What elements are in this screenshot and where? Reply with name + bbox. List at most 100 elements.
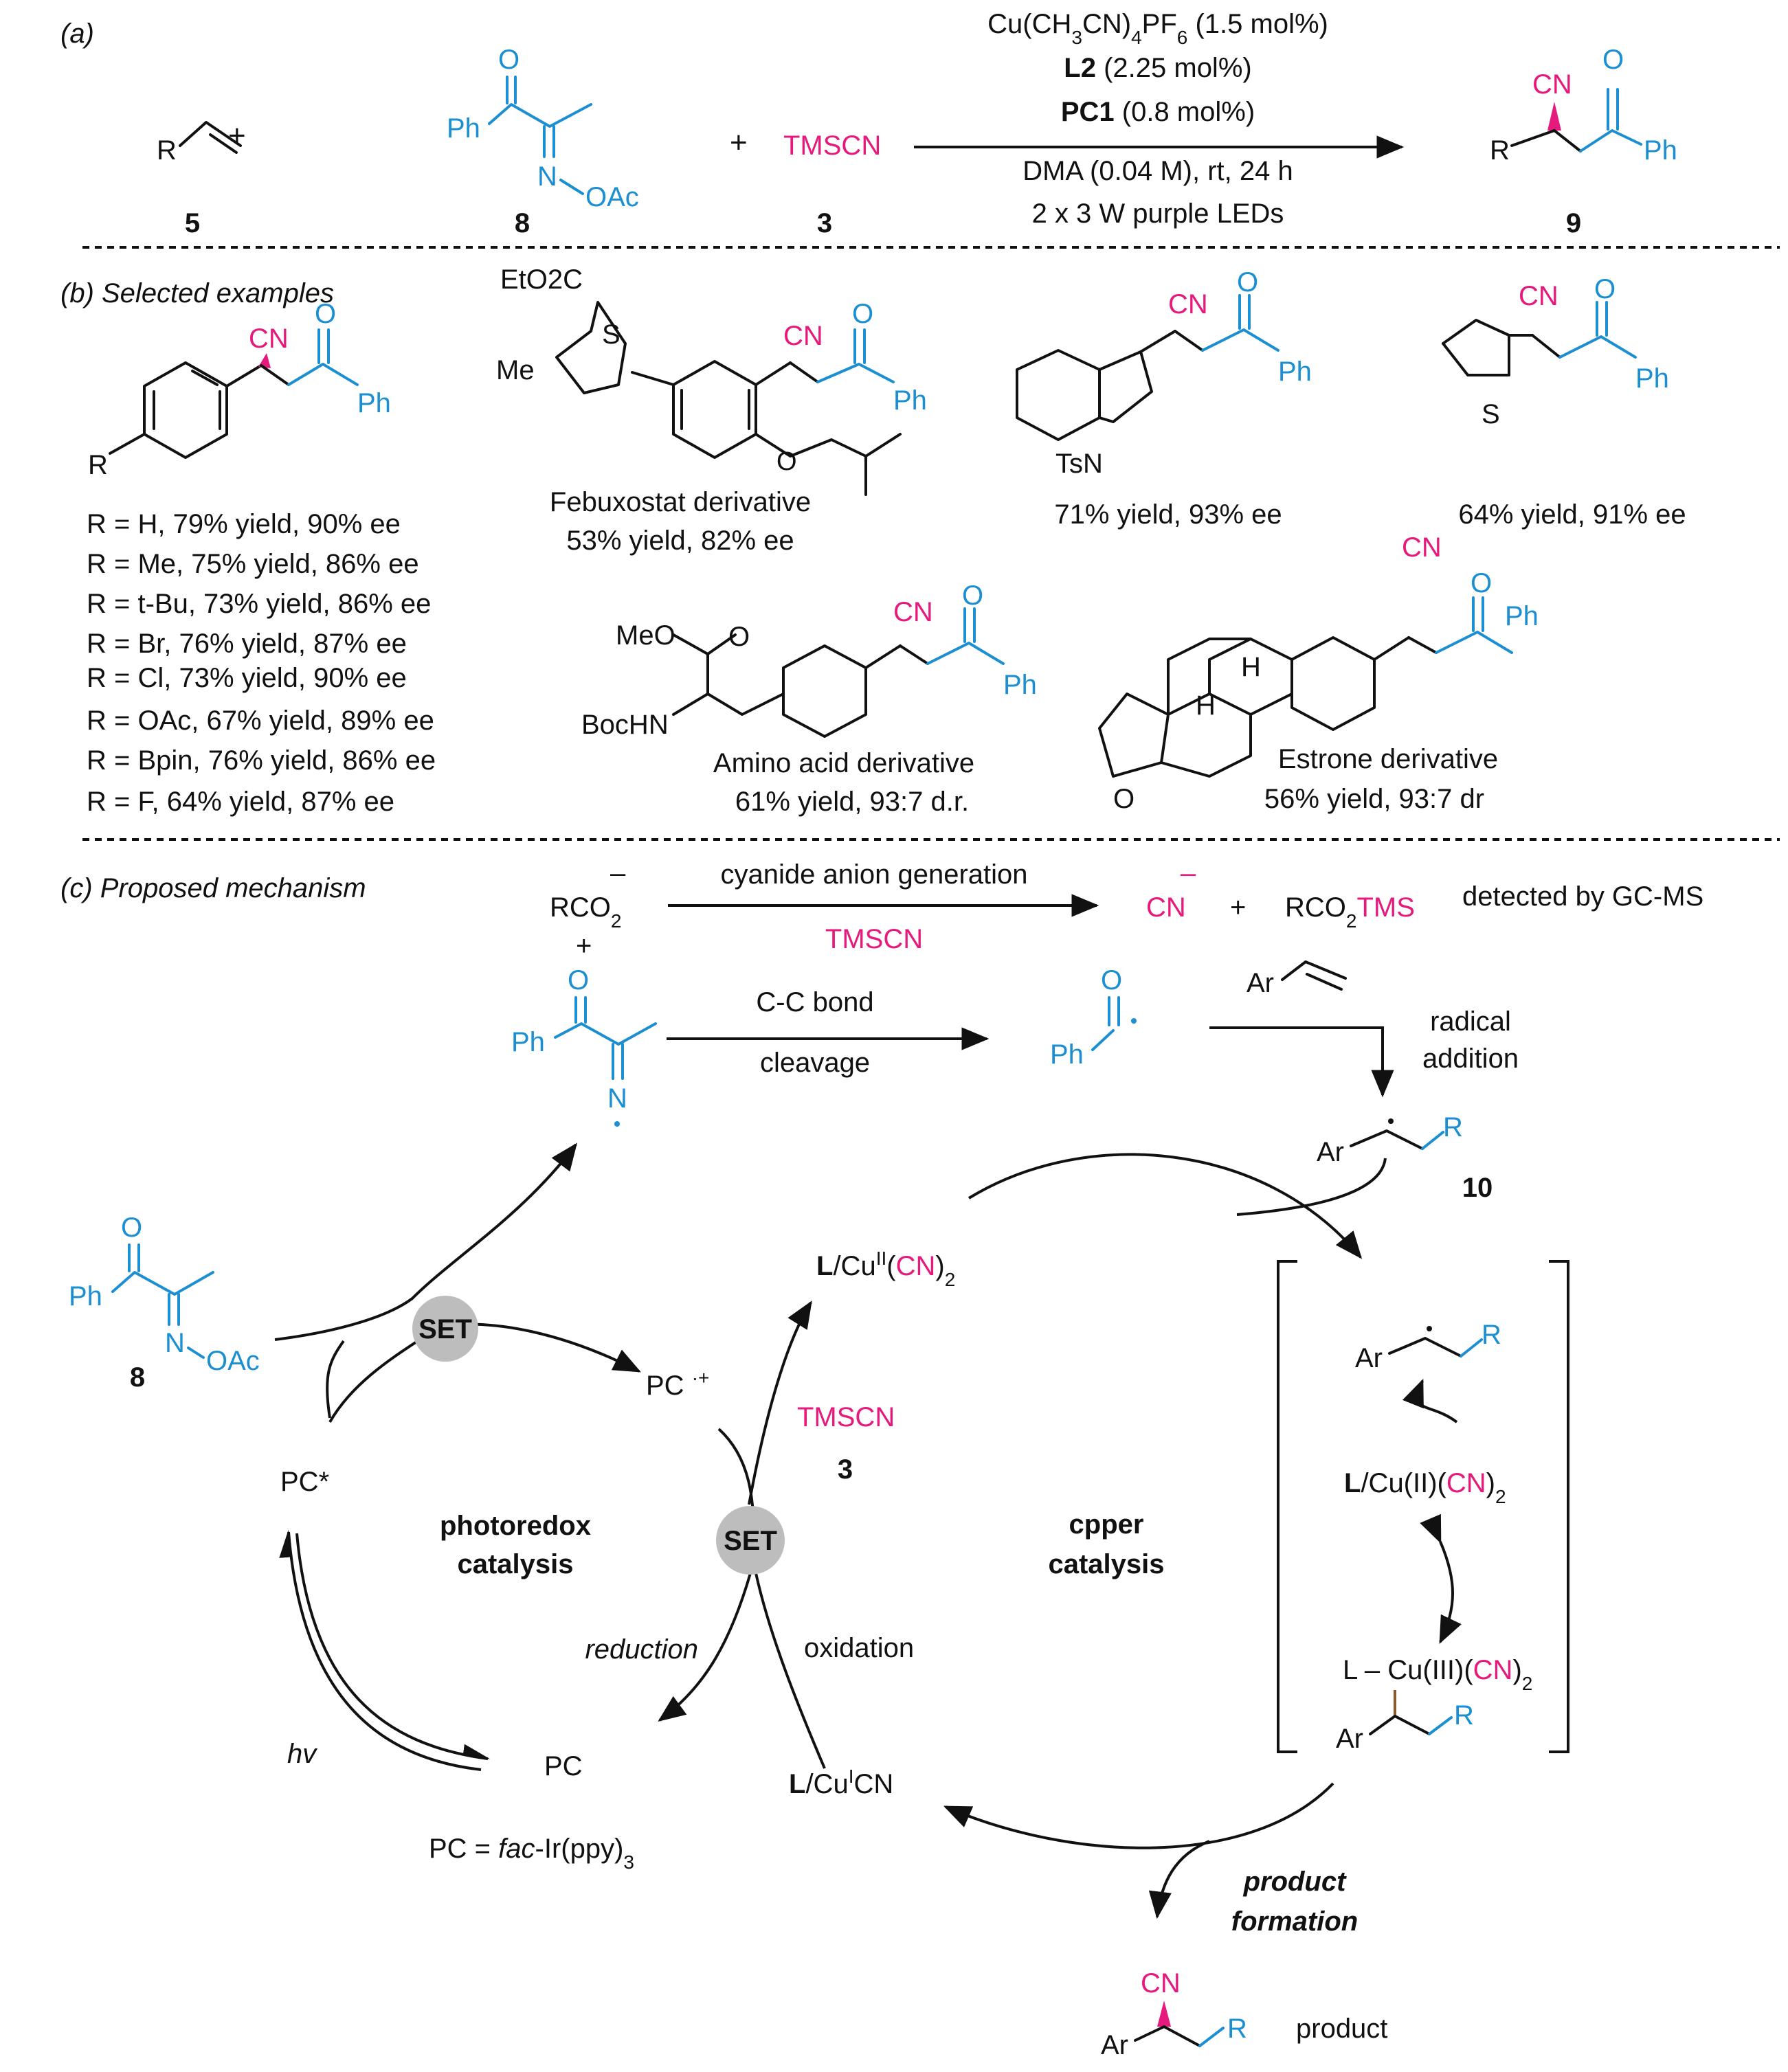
arrow-radical-combine — [1402, 1378, 1458, 1423]
benzylic-radical-10: Ar R — [1317, 1112, 1463, 1167]
label-hv: hv — [287, 1739, 317, 1769]
svg-text:R = H, 79% yield, 90% ee: R = H, 79% yield, 90% ee — [87, 509, 401, 539]
svg-text:R: R — [88, 450, 108, 480]
label-addition: addition — [1422, 1044, 1519, 1074]
radical-in-bracket: Ar R — [1355, 1320, 1501, 1373]
febuxostat-name: Febuxostat derivative — [550, 487, 811, 517]
svg-text:O: O — [1101, 965, 1122, 995]
svg-text:O: O — [121, 1213, 142, 1243]
svg-text:MeO: MeO — [616, 620, 675, 651]
svg-text:Ph: Ph — [357, 388, 391, 418]
condition-catalyst: Cu(CH3CN)4PF6 (1.5 mol%) — [987, 9, 1328, 48]
svg-text:Ph: Ph — [447, 113, 480, 144]
arrow-radical-capture — [968, 1153, 1363, 1259]
cu2-bracket: L/Cu(II)(CN)2 — [1344, 1468, 1506, 1507]
styrene-alkene-5: R — [157, 121, 242, 166]
svg-text:R = Me, 75% yield, 86% ee: R = Me, 75% yield, 86% ee — [87, 549, 419, 579]
svg-text:R = OAc, 67% yield, 89% ee: R = OAc, 67% yield, 89% ee — [87, 706, 434, 736]
arrow-product-release — [1148, 1840, 1210, 1919]
label-cc-bond: C-C bond — [756, 987, 873, 1017]
label-copper-catalysis: catalysis — [1048, 1549, 1164, 1579]
compound-number-5: 5 — [185, 208, 200, 238]
compound-number-9: 9 — [1566, 208, 1581, 238]
condition-photocatalyst: PC1 (0.8 mol%) — [1061, 97, 1255, 127]
febuxostat-structure: EtO2C S Me CN O Ph O — [496, 264, 927, 496]
plus-1: + — [228, 119, 246, 153]
svg-text:CN: CN — [1402, 532, 1442, 563]
svg-text:R = Bpin, 76% yield, 86% ee: R = Bpin, 76% yield, 86% ee — [87, 745, 436, 776]
arrow-hv-up — [279, 1529, 482, 1771]
silyl-ester: RCO2TMS — [1285, 892, 1415, 932]
svg-text:Ph: Ph — [1050, 1039, 1084, 1070]
svg-text:O: O — [852, 299, 873, 329]
tmscn-cycle: TMSCN — [797, 1402, 895, 1432]
svg-text:R: R — [1227, 2014, 1247, 2044]
svg-text:Ar: Ar — [1317, 1137, 1344, 1167]
bracket-left — [1277, 1260, 1297, 1753]
svg-text:O: O — [1602, 45, 1624, 75]
svg-text:OAc: OAc — [206, 1346, 260, 1376]
set-node-1 — [412, 1296, 478, 1362]
svg-text:Ph: Ph — [69, 1281, 102, 1311]
estrone-structure: O H H CN O Ph — [1098, 532, 1539, 814]
svg-text:H: H — [1196, 690, 1216, 721]
svg-text:CN: CN — [249, 324, 289, 354]
febuxostat-yield: 53% yield, 82% ee — [566, 526, 794, 556]
bracket-right — [1549, 1260, 1569, 1753]
plus-c2: + — [1230, 892, 1246, 923]
product-9: CN R O Ph — [1490, 45, 1677, 166]
cu2-complex: L/CuII(CN)2 — [816, 1248, 955, 1290]
svg-text:N: N — [537, 161, 557, 192]
svg-text:R: R — [157, 135, 177, 166]
benzoyl-radical: O Ph — [1050, 965, 1137, 1070]
svg-text:CN: CN — [893, 597, 933, 627]
svg-text:R = Cl, 73% yield, 90% ee: R = Cl, 73% yield, 90% ee — [87, 663, 407, 693]
svg-text:Ar: Ar — [1247, 968, 1274, 998]
amino-acid-structure: MeO O BocHN CN O Ph — [581, 581, 1037, 740]
label-detected-gcms: detected by GC-MS — [1462, 881, 1703, 912]
tmscn-reagent: TMSCN — [783, 131, 881, 161]
svg-text:EtO2C: EtO2C — [500, 264, 583, 295]
svg-text:Ar: Ar — [1355, 1343, 1383, 1373]
condition-ligand: L2 (2.25 mol%) — [1064, 53, 1251, 83]
svg-text:O: O — [962, 581, 983, 611]
thiophene-structure: S CN O Ph — [1442, 274, 1669, 429]
alkyl-cu3-fragment: Ar R — [1336, 1690, 1474, 1754]
label-product-formation: formation — [1231, 1906, 1358, 1937]
condition-solvent: DMA (0.04 M), rt, 24 h — [1022, 156, 1293, 186]
panel-a-label: (a) — [60, 19, 94, 49]
amino-acid-yield: 61% yield, 93:7 d.r. — [735, 787, 969, 817]
panel-b-label: (b) Selected examples — [60, 278, 334, 308]
svg-text:O: O — [315, 299, 336, 329]
svg-text:CN: CN — [783, 321, 823, 351]
aryl-example-structure: CN O Ph R — [88, 299, 391, 480]
final-product: CN Ar R — [1101, 1968, 1247, 2060]
arrow-pcstar-up — [326, 1340, 345, 1419]
set-label-1: SET — [418, 1314, 472, 1344]
svg-text:O: O — [1237, 267, 1258, 297]
label-copper: cpper — [1069, 1509, 1144, 1540]
svg-text:O: O — [1113, 784, 1135, 814]
svg-text:Me: Me — [496, 355, 535, 385]
cyanide-charge: – — [1181, 858, 1196, 888]
plus-2: + — [730, 126, 748, 159]
plus-c: + — [576, 931, 592, 961]
panel-c-label: (c) Proposed mechanism — [60, 873, 366, 903]
pc-ground: PC — [544, 1751, 583, 1781]
arrow-oxidation — [755, 1573, 826, 1769]
svg-text:TsN: TsN — [1055, 449, 1103, 479]
label-product: product — [1243, 1867, 1348, 1897]
svg-text:R: R — [1454, 1700, 1474, 1731]
arrow-set1-to-pcrad — [328, 1322, 641, 1423]
svg-text:S: S — [602, 319, 621, 350]
label-oxidation: oxidation — [804, 1633, 914, 1663]
svg-text:CN: CN — [1168, 289, 1208, 319]
svg-text:Ph: Ph — [893, 385, 927, 416]
pc-excited: PC* — [280, 1467, 329, 1497]
arrow-hv-down — [295, 1533, 491, 1760]
oxime-ester-8-cycle: O Ph N OAc — [69, 1213, 260, 1376]
label-photoredox: photoredox — [440, 1511, 591, 1541]
arrow-set2-to-cu2 — [748, 1300, 812, 1505]
set-node-2 — [716, 1506, 785, 1575]
aryl-yield-list: R = H, 79% yield, 90% ee R = Me, 75% yie… — [87, 509, 436, 817]
